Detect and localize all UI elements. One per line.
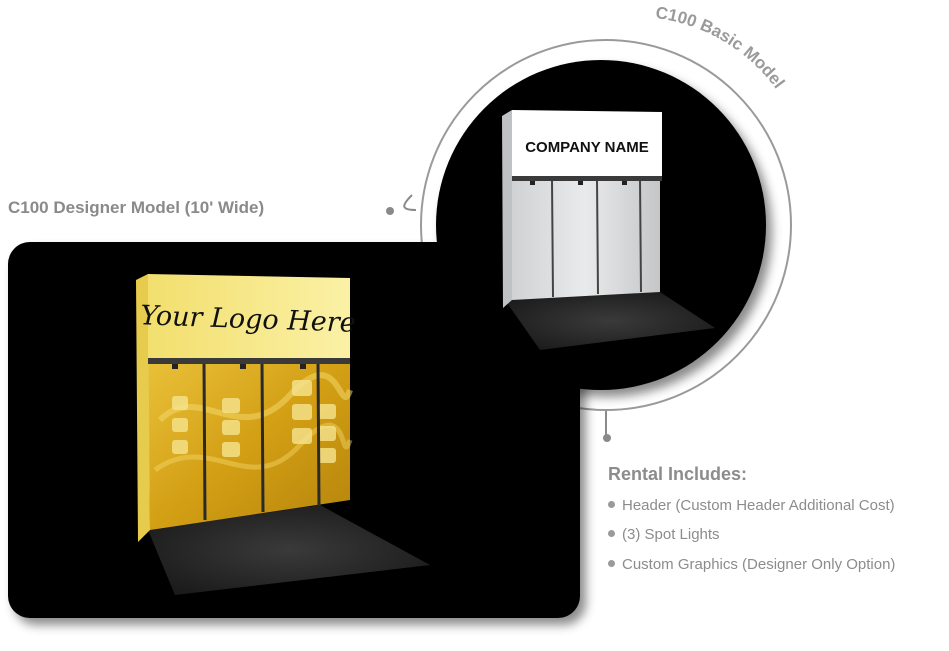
bullet-dot-icon: [608, 530, 615, 537]
rental-item-label: Header (Custom Header Additional Cost): [622, 497, 895, 514]
designer-model-title: C100 Designer Model (10' Wide): [8, 198, 265, 217]
connector-lines: [403, 194, 607, 436]
rental-item: (3) Spot Lights: [608, 526, 720, 543]
basic-booth-image: [502, 110, 715, 350]
rental-item-label: Custom Graphics (Designer Only Option): [622, 556, 896, 573]
connector-dot: [603, 434, 611, 442]
basic-header-text: COMPANY NAME: [525, 139, 649, 156]
rental-item: Header (Custom Header Additional Cost): [608, 497, 895, 514]
connector-dot: [386, 207, 394, 215]
rental-item-label: (3) Spot Lights: [622, 526, 720, 543]
bullet-dot-icon: [608, 501, 615, 508]
designer-booth-image: [136, 274, 430, 595]
rental-includes-title: Rental Includes:: [608, 464, 748, 484]
basic-model-ring: [420, 39, 792, 411]
rental-item: Custom Graphics (Designer Only Option): [608, 556, 895, 573]
bullet-dot-icon: [608, 560, 615, 567]
designer-header-text: Your Logo Here: [140, 300, 356, 338]
